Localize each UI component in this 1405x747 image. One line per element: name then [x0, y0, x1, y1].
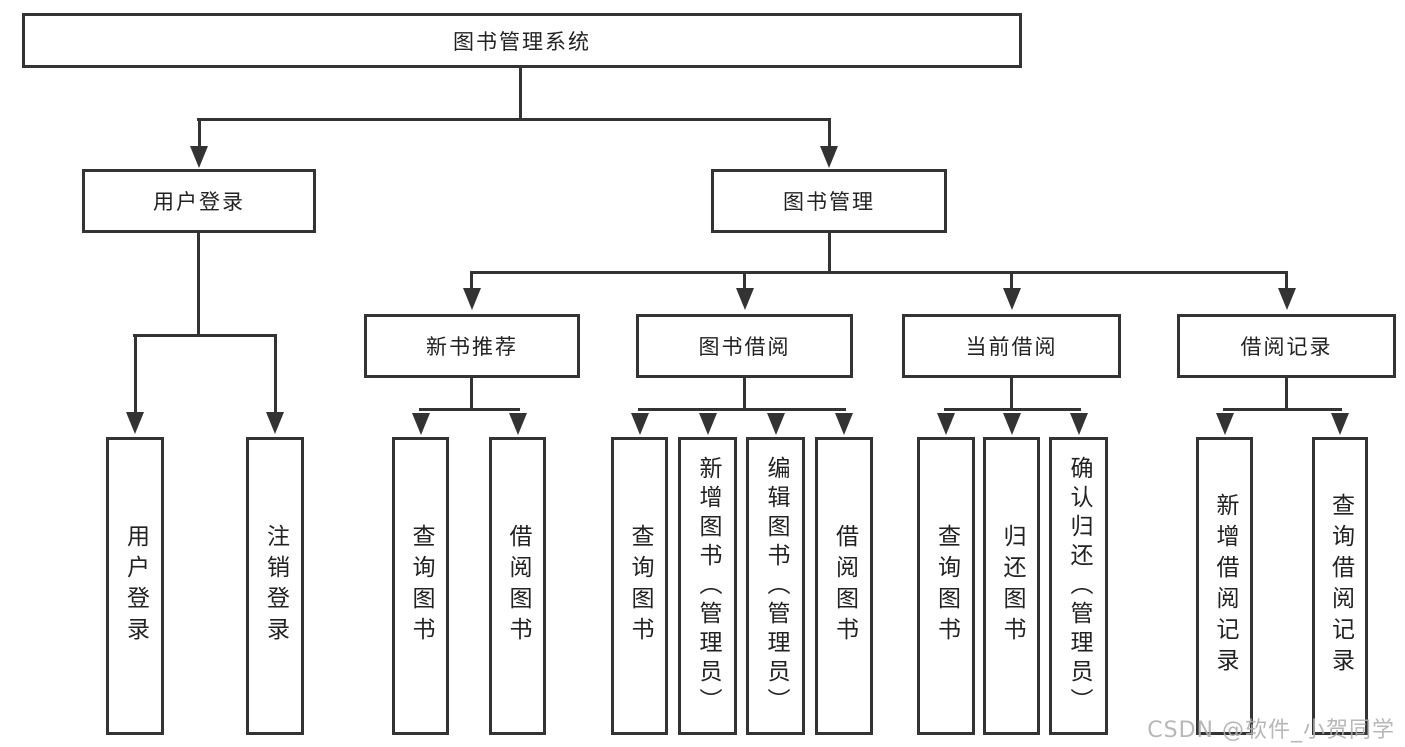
node-label: 借阅记录: [1240, 335, 1333, 359]
node-root-library-system: 图书管理系统: [22, 13, 1022, 68]
node-label: 用户登录: [153, 190, 245, 214]
leaf-nb-query-books: 查询图书: [392, 437, 449, 735]
node-current-borrowing: 当前借阅: [902, 314, 1121, 378]
connector-book-mgmt-stem: [828, 233, 831, 271]
connector-book-borrow-stem: [743, 378, 746, 408]
leaf-logout: 注销登录: [246, 437, 304, 735]
node-label: 图书管理: [783, 190, 875, 214]
node-label: 新书推荐: [426, 335, 518, 359]
connector-drop-leaf-logout: [274, 337, 277, 414]
arrowhead-book-mgmt: [820, 146, 838, 168]
connector-root-crossbar: [197, 118, 831, 121]
leaf-user-login: 用户登录: [106, 437, 164, 735]
leaf-nb-borrow-books: 借阅图书: [489, 437, 546, 735]
arrowhead-nb-query: [412, 413, 430, 435]
connector-drop-borrow-records: [1285, 274, 1288, 290]
leaf-label: 查询图书: [933, 524, 960, 648]
arrowhead-br-query: [1331, 413, 1349, 435]
connector-borrow-records-crossbar: [1223, 408, 1342, 411]
node-user-login: 用户登录: [82, 169, 316, 233]
arrowhead-bb-borrow: [835, 413, 853, 435]
arrowhead-current-borrow: [1003, 288, 1021, 310]
arrowhead-cb-query: [937, 413, 955, 435]
connector-drop-book-borrow: [743, 274, 746, 290]
connector-drop-current-borrow: [1010, 274, 1013, 290]
leaf-label: 查询图书: [627, 524, 653, 648]
leaf-label: 新增图书（管理员）: [695, 455, 721, 717]
leaf-bb-add-books-admin: 新增图书（管理员）: [678, 437, 737, 735]
arrowhead-book-borrow: [736, 288, 754, 310]
arrowhead-bb-add: [699, 413, 717, 435]
node-new-book-recommend: 新书推荐: [364, 314, 580, 378]
leaf-label: 借阅图书: [831, 524, 858, 648]
node-label: 当前借阅: [965, 335, 1058, 359]
arrowhead-leaf-login: [126, 412, 144, 434]
arrowhead-cb-confirm: [1070, 413, 1088, 435]
node-book-management: 图书管理: [711, 169, 947, 233]
connector-drop-book-mgmt: [828, 121, 831, 148]
leaf-label: 用户登录: [122, 524, 149, 648]
leaf-label: 确认归还（管理员）: [1066, 455, 1092, 717]
arrowhead-new-book: [463, 288, 481, 310]
leaf-br-query-record: 查询借阅记录: [1312, 437, 1368, 735]
leaf-cb-return-books: 归还图书: [983, 437, 1040, 735]
connector-new-book-crossbar: [419, 408, 520, 411]
node-book-borrowing: 图书借阅: [636, 314, 853, 378]
node-label: 图书管理系统: [453, 29, 591, 54]
connector-current-borrow-stem: [1010, 378, 1013, 408]
arrowhead-bb-edit: [767, 413, 785, 435]
node-borrowing-records: 借阅记录: [1177, 314, 1396, 378]
leaf-bb-query-books: 查询图书: [611, 437, 668, 735]
connector-new-book-stem: [470, 378, 473, 408]
leaf-cb-confirm-return-admin: 确认归还（管理员）: [1049, 437, 1108, 735]
connector-drop-leaf-login: [134, 337, 137, 414]
connector-borrow-records-stem: [1285, 378, 1288, 408]
leaf-label: 归还图书: [999, 524, 1025, 648]
leaf-label: 注销登录: [262, 524, 289, 648]
arrowhead-cb-return: [1003, 413, 1021, 435]
connector-drop-user-login: [198, 121, 201, 148]
leaf-label: 编辑图书（管理员）: [763, 455, 789, 717]
connector-current-borrow-crossbar: [944, 408, 1081, 411]
leaf-label: 查询图书: [408, 524, 434, 648]
connector-root-stem: [519, 67, 522, 118]
leaf-br-add-record: 新增借阅记录: [1196, 437, 1253, 735]
leaf-bb-edit-books-admin: 编辑图书（管理员）: [746, 437, 805, 735]
node-label: 图书借阅: [698, 335, 791, 359]
arrowhead-bb-query: [631, 413, 649, 435]
connector-user-login-crossbar: [133, 334, 277, 337]
leaf-label: 新增借阅记录: [1212, 493, 1238, 679]
arrowhead-br-add: [1216, 413, 1234, 435]
arrowhead-borrow-records: [1278, 288, 1296, 310]
connector-book-borrow-crossbar: [638, 408, 846, 411]
watermark: CSDN @软件_小贺同学: [1147, 718, 1395, 743]
leaf-cb-query-books: 查询图书: [917, 437, 975, 735]
connector-user-login-stem: [197, 233, 200, 334]
connector-book-mgmt-crossbar: [470, 271, 1288, 274]
arrowhead-nb-borrow: [509, 413, 527, 435]
arrowhead-user-login: [190, 146, 208, 168]
leaf-label: 查询借阅记录: [1327, 493, 1354, 679]
arrowhead-leaf-logout: [266, 412, 284, 434]
leaf-label: 借阅图书: [505, 524, 531, 648]
leaf-bb-borrow-books: 借阅图书: [815, 437, 873, 735]
connector-drop-new-book: [470, 274, 473, 290]
